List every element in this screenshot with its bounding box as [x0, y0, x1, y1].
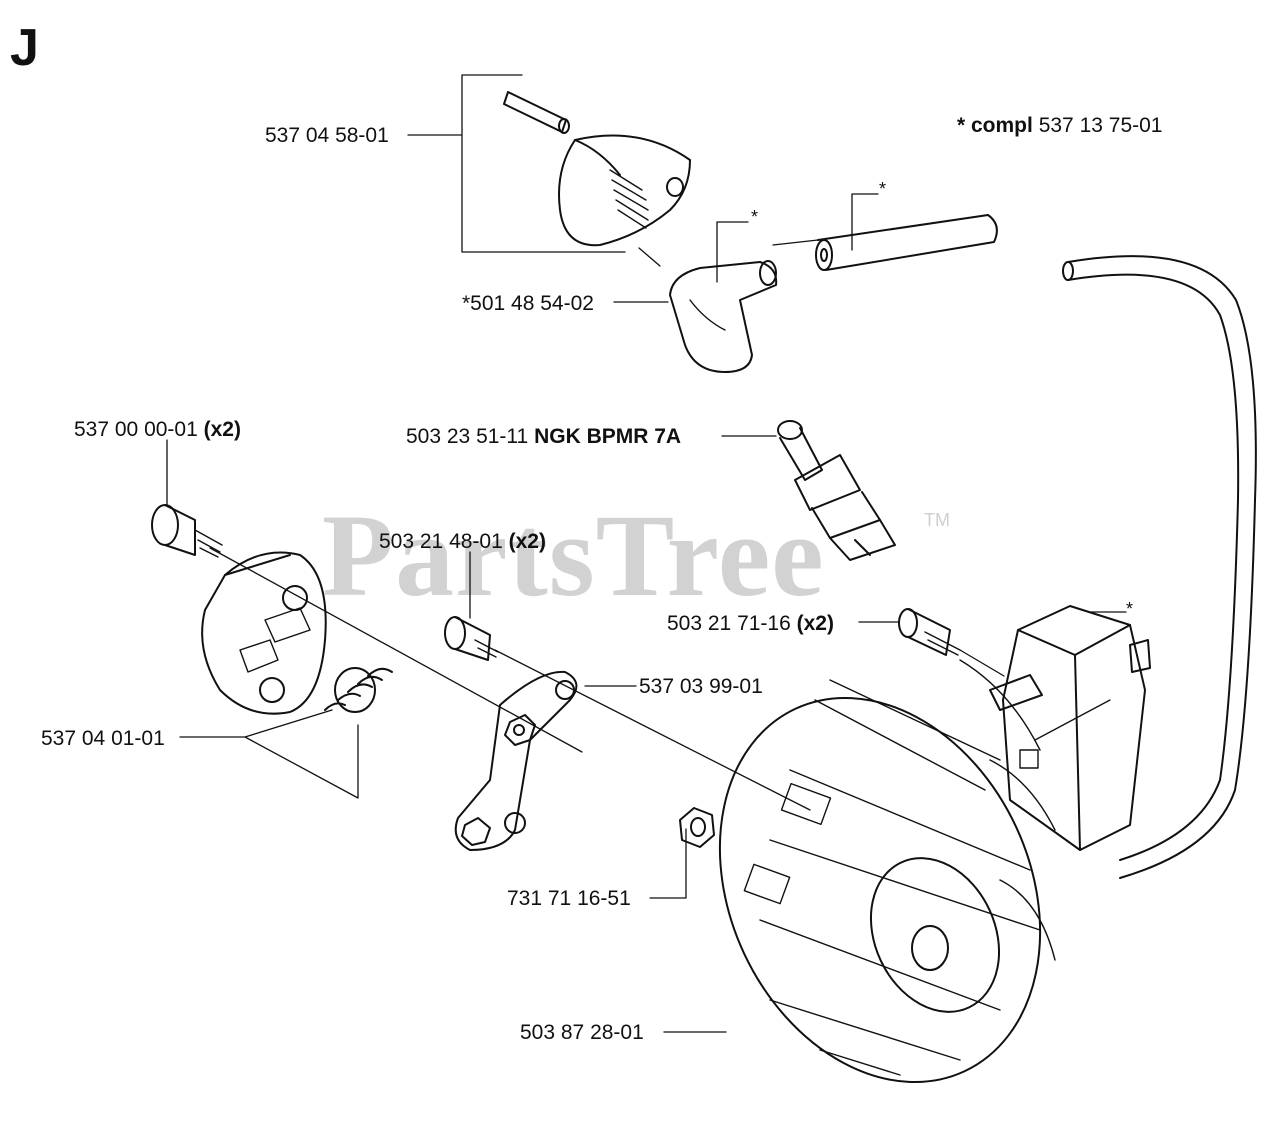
- spark-plug-part: [777, 420, 896, 561]
- boot-cover-part: [503, 91, 691, 247]
- callout-flywheel: 503 87 28-01: [520, 1021, 644, 1044]
- callout-spark-plug: 503 23 51-11 NGK BPMR 7A: [406, 425, 682, 448]
- link-plate-part: [454, 670, 578, 851]
- callout-flange-screw: 537 00 00-01 (x2): [74, 418, 241, 441]
- kit-note: * compl 537 13 75-01: [957, 114, 1163, 137]
- plate-screw-part: [444, 616, 499, 661]
- flywheel-nut-part: [679, 807, 715, 848]
- asterisk-marker-plug-cap: *: [751, 207, 759, 227]
- lead-tube-part: [815, 214, 998, 271]
- clutch-spring-part: [324, 667, 393, 713]
- ignition-module-part: [989, 605, 1151, 851]
- clutch-hub-part: [201, 551, 327, 715]
- callout-link-plate: 537 03 99-01: [639, 675, 763, 698]
- asterisk-marker-lead-tube: *: [879, 179, 887, 199]
- callout-module-screw: 503 21 71-16 (x2): [667, 612, 834, 635]
- asterisk-marker-module: *: [1126, 599, 1134, 619]
- callout-flywheel-nut: 731 71 16-51: [507, 887, 631, 910]
- watermark-brand: PartsTree: [322, 490, 825, 621]
- callout-plate-screw: 503 21 48-01 (x2): [379, 530, 546, 553]
- flange-screw-part: [151, 504, 223, 558]
- leader-lines: [166, 74, 1127, 1033]
- ignition-cable-part: [1062, 255, 1257, 879]
- section-letter: J: [10, 19, 39, 77]
- callout-boot-cover: 537 04 58-01: [265, 124, 389, 147]
- flywheel-part: [718, 659, 1056, 1084]
- module-screw-part: [898, 608, 961, 656]
- watermark-trademark: TM: [924, 510, 950, 530]
- callout-clutch-hub: 537 04 01-01: [41, 727, 165, 750]
- callout-plug-cap: *501 48 54-02: [462, 292, 594, 315]
- plug-cap-part: [669, 260, 778, 373]
